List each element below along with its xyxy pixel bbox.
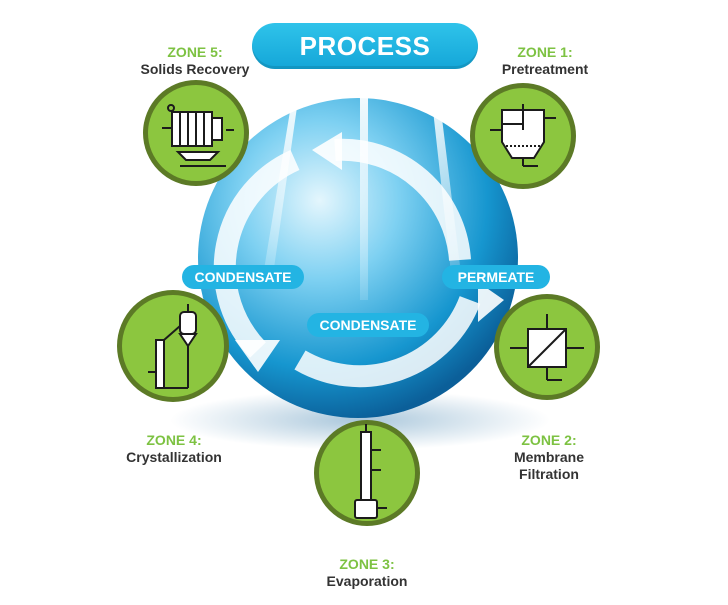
zone-2-badge — [494, 294, 600, 400]
swirl-arrowheads — [235, 132, 504, 372]
crystallizer-icon — [148, 304, 198, 389]
zone-5-label: ZONE 5: Solids Recovery — [110, 44, 280, 78]
swirl-arrowhead-icon — [478, 282, 504, 322]
clarifier-icon — [490, 104, 556, 167]
zone-4-label: ZONE 4: Crystallization — [89, 432, 259, 466]
zone-4-disk — [122, 295, 224, 397]
flow-label-left-condensate: CONDENSATE — [182, 265, 304, 289]
flow-label-center-condensate: CONDENSATE — [307, 313, 429, 337]
process-arrows — [262, 78, 462, 300]
zone-5-badge — [143, 80, 249, 186]
zone-1-id: ZONE 1: — [517, 44, 573, 60]
swirl-arrowhead-icon — [235, 340, 280, 372]
zone-2-id: ZONE 2: — [521, 432, 577, 448]
zone-2-name-line-1: Membrane — [513, 449, 585, 465]
zone-5-id: ZONE 5: — [167, 44, 223, 60]
zone-3-id: ZONE 3: — [339, 556, 395, 572]
zone-4-name: Crystallization — [126, 449, 222, 465]
globe-shadow — [170, 390, 550, 450]
zone-3-name: Evaporation — [326, 573, 408, 589]
zone-1-label: ZONE 1: Pretreatment — [460, 44, 630, 78]
filter-press-icon — [162, 104, 234, 167]
zone-2-name-line-2: Filtration — [519, 466, 579, 482]
zone-2-label: ZONE 2: Membrane Filtration — [464, 432, 634, 483]
up-arrow-right-icon — [424, 82, 462, 282]
swirl-left-arc — [213, 149, 300, 358]
swirl-bottom-arc — [294, 295, 481, 388]
up-arrow-left-icon — [262, 82, 308, 282]
up-arrow-center-icon — [350, 78, 378, 300]
zone-1-name: Pretreatment — [501, 61, 589, 77]
zone-1-badge — [470, 83, 576, 189]
zone-3-badge — [314, 420, 420, 526]
zone-4-id: ZONE 4: — [146, 432, 202, 448]
swirl-arrowhead-icon — [312, 132, 342, 170]
membrane-icon — [510, 314, 584, 381]
process-label: PROCESS — [252, 23, 478, 69]
evaporator-icon — [354, 424, 387, 519]
zone-3-label: ZONE 3: Evaporation — [282, 556, 452, 590]
zone-4-badge — [117, 290, 229, 402]
flow-label-permeate: PERMEATE — [442, 265, 550, 289]
zone-5-name: Solids Recovery — [140, 61, 250, 77]
